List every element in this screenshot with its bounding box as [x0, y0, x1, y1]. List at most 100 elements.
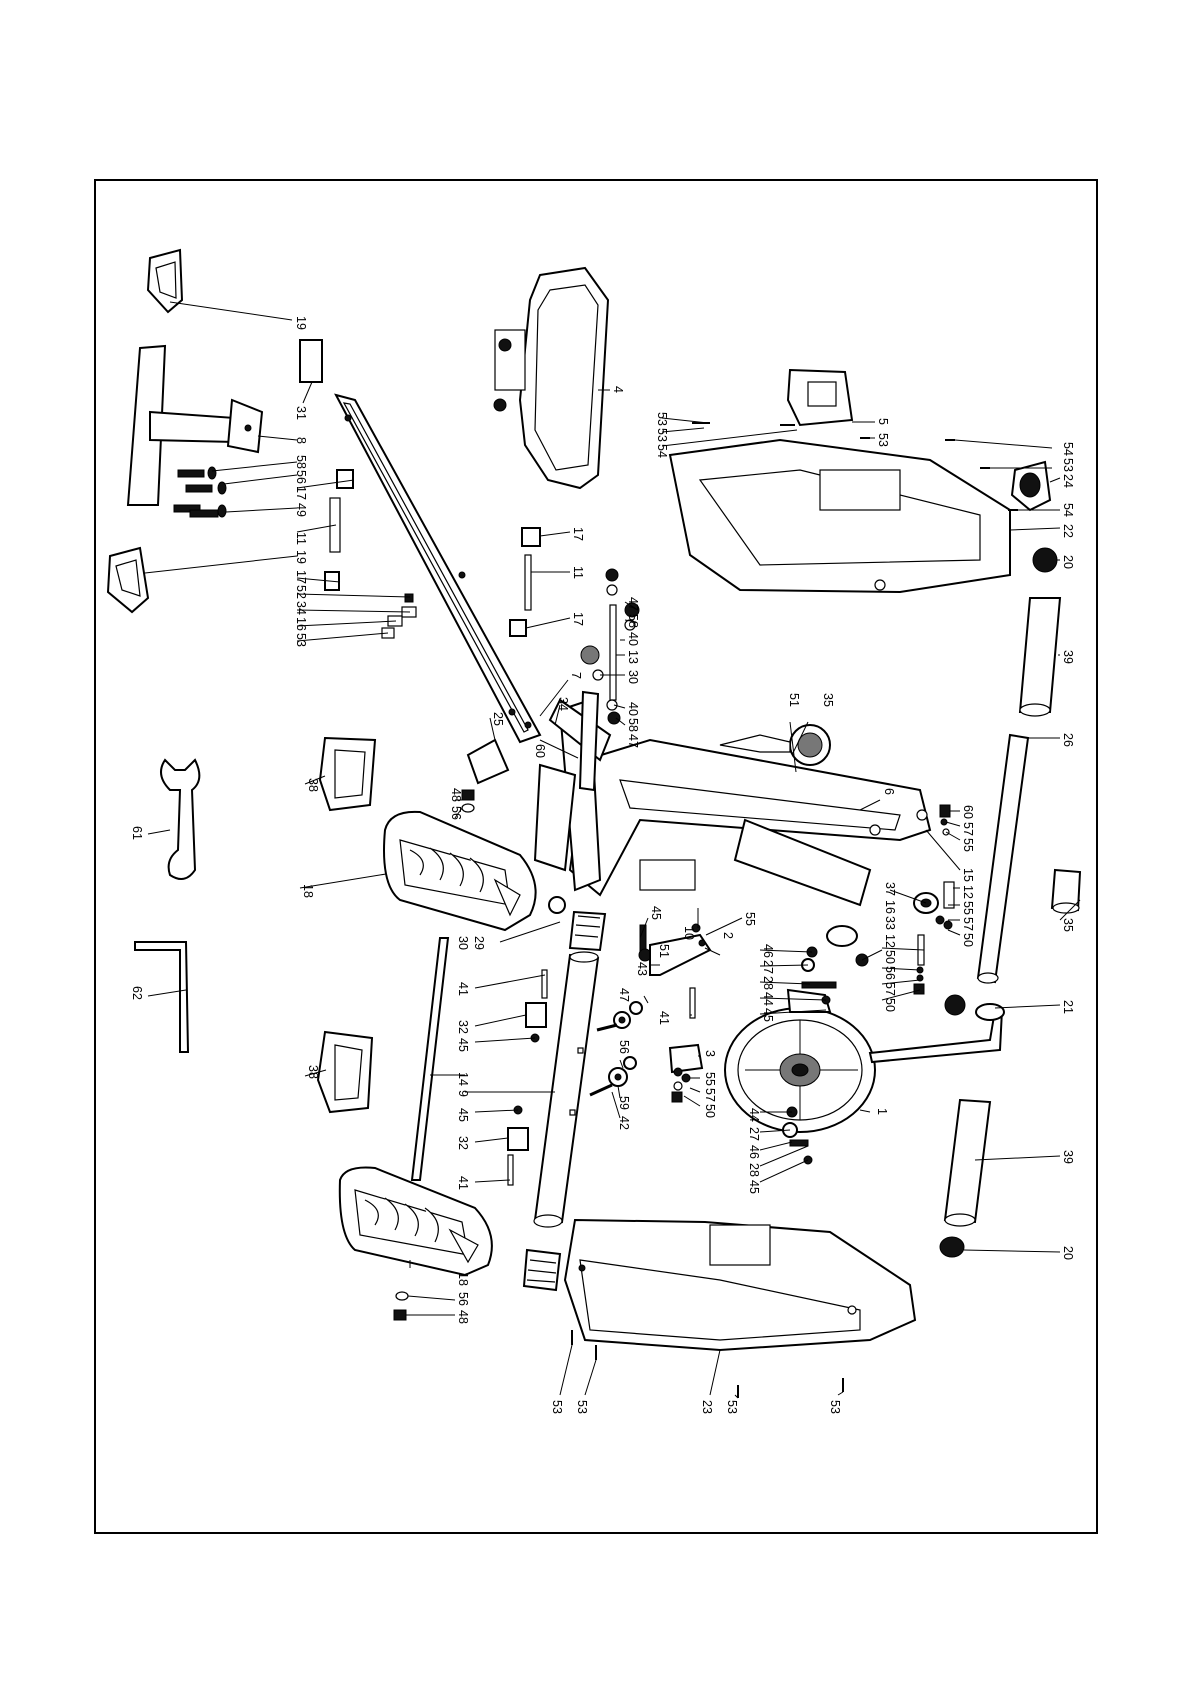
label-44-b: 44 [747, 1108, 761, 1122]
label-53-f: 53 [575, 1400, 589, 1414]
label-51-b: 51 [657, 944, 671, 958]
label-45: 45 [649, 906, 663, 920]
label-53-b: 53 [655, 428, 669, 442]
label-5: 5 [876, 418, 890, 425]
label-55-c: 55 [743, 912, 757, 926]
label-61: 61 [130, 826, 144, 840]
bracket-3-hardware [668, 1043, 704, 1103]
label-31: 31 [294, 406, 308, 420]
label-4: 4 [611, 386, 625, 393]
label-50-c: 50 [883, 998, 897, 1012]
label-28: 28 [761, 976, 775, 990]
label-45-e: 45 [747, 1180, 761, 1194]
lower-cover-23 [563, 1218, 917, 1352]
seat-4 [493, 266, 610, 490]
label-29: 29 [472, 936, 486, 950]
label-56: 56 [294, 470, 308, 484]
pedal-shroud-38-upper [318, 736, 377, 812]
label-14: 14 [456, 1072, 470, 1086]
wrench-61 [160, 758, 201, 880]
label-18-upper: 18 [301, 884, 315, 898]
label-45-d: 45 [456, 1108, 470, 1122]
axle-13-stack [580, 568, 640, 725]
hardware-41-32-45-upper [525, 969, 548, 1043]
label-41: 41 [456, 982, 470, 996]
rear-stabilizer-8 [126, 344, 264, 506]
hardware-52-34-16-53 [381, 593, 417, 639]
label-55-b: 55 [961, 901, 975, 915]
label-45-c: 45 [456, 1038, 470, 1052]
label-20-top: 20 [1061, 555, 1075, 569]
cap-35-right [1050, 868, 1082, 914]
label-34: 34 [294, 601, 308, 615]
label-38-upper: 38 [306, 778, 320, 792]
label-56-c: 56 [883, 966, 897, 980]
label-7: 7 [569, 672, 583, 679]
pedal-shroud-38-lower [316, 1030, 374, 1114]
label-52: 52 [294, 585, 308, 599]
main-frame-6 [533, 698, 932, 907]
label-25: 25 [491, 712, 505, 726]
label-43: 43 [635, 962, 649, 976]
label-37: 37 [883, 882, 897, 896]
label-44: 44 [761, 992, 775, 1006]
label-45-b: 45 [761, 1008, 775, 1022]
label-50-d: 50 [703, 1104, 717, 1118]
label-13: 13 [626, 650, 640, 664]
label-16: 16 [294, 617, 308, 631]
label-39-top: 39 [1061, 650, 1075, 664]
label-57-d: 57 [703, 1088, 717, 1102]
label-17-d: 17 [571, 612, 585, 626]
label-39-bottom: 39 [1061, 1150, 1075, 1164]
label-24: 24 [1061, 474, 1075, 488]
label-50-b: 50 [883, 950, 897, 964]
foot-cap-20-top [1032, 547, 1058, 573]
label-47-b: 47 [626, 734, 640, 748]
label-40-b: 40 [626, 702, 640, 716]
label-53-c: 53 [876, 433, 890, 447]
cap-24 [1010, 460, 1052, 512]
leader-lines [144, 301, 1081, 1399]
label-8: 8 [294, 437, 308, 444]
label-27-b: 27 [747, 1127, 761, 1141]
label-12: 12 [961, 885, 975, 899]
label-53-g: 53 [725, 1400, 739, 1414]
label-18-lower: 18 [456, 1272, 470, 1286]
rod-14 [410, 937, 450, 1181]
crank-arm-21 [868, 994, 1005, 1064]
label-55: 55 [961, 838, 975, 852]
upper-cover-22 [668, 438, 1011, 594]
label-32: 32 [456, 1020, 470, 1034]
label-42: 42 [617, 1116, 631, 1130]
label-3: 3 [703, 1050, 717, 1057]
diagram-frame [94, 179, 1098, 1534]
label-26: 26 [1061, 733, 1075, 747]
label-47: 47 [626, 597, 640, 611]
label-27: 27 [761, 960, 775, 974]
label-62: 62 [130, 986, 144, 1000]
label-48: 48 [449, 788, 463, 802]
pedal-18-lower [338, 1166, 493, 1277]
label-41-b: 41 [657, 1011, 671, 1025]
label-15: 15 [961, 868, 975, 882]
part-drawings [106, 248, 1082, 1398]
label-6: 6 [882, 788, 896, 795]
label-1: 1 [875, 1108, 889, 1115]
label-53-h: 53 [828, 1400, 842, 1414]
label-22: 22 [1061, 524, 1075, 538]
tube-26 [976, 733, 1030, 984]
label-57-b: 57 [961, 917, 975, 931]
upright-post-60 [578, 690, 600, 792]
cap-29-lower [522, 1248, 562, 1292]
screws-bottom [571, 1330, 844, 1398]
label-53: 53 [294, 633, 308, 647]
label-53-e: 53 [550, 1400, 564, 1414]
label-46: 46 [761, 944, 775, 958]
label-11-b: 11 [571, 566, 585, 579]
label-16-b: 16 [883, 900, 897, 914]
label-38-lower: 38 [306, 1065, 320, 1079]
label-53-a: 53 [655, 412, 669, 426]
hardware-56-48-lower [393, 1291, 409, 1321]
label-60: 60 [533, 744, 547, 758]
